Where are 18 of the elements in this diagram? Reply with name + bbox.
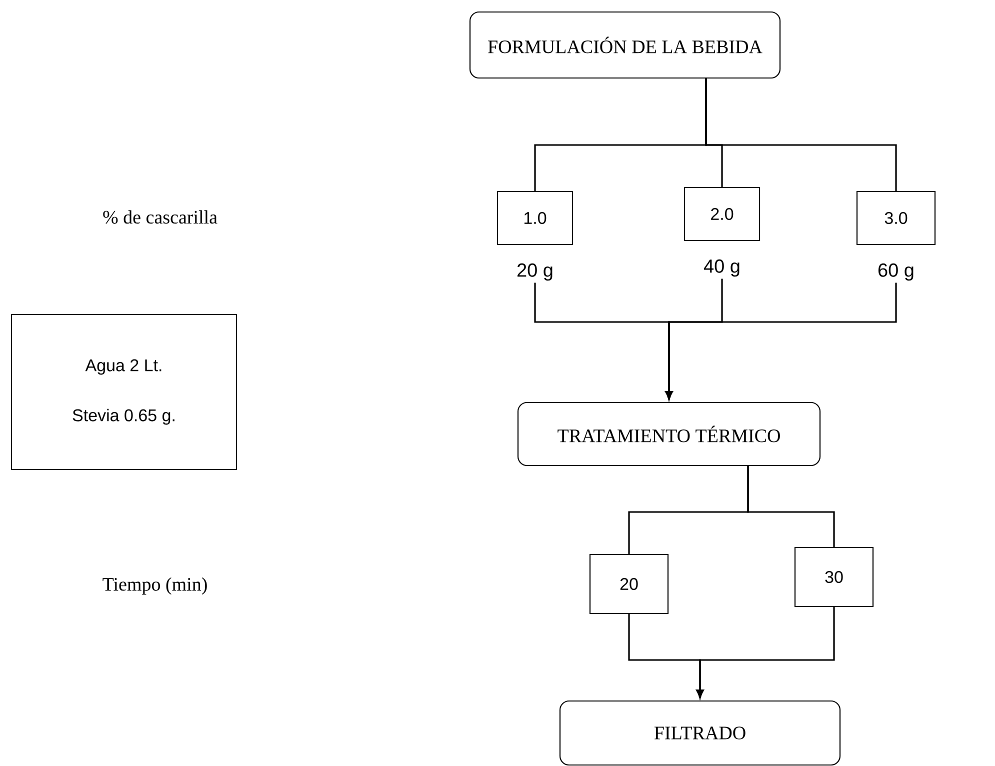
process-box: FILTRADO — [559, 700, 841, 766]
value-box: 20 — [589, 554, 669, 614]
value-box: 30 — [794, 546, 874, 608]
side-label: % de cascarilla — [103, 210, 218, 224]
connector — [747, 466, 835, 547]
process-box: FORMULACIÓN DE LA BEBIDA — [469, 11, 781, 79]
process-box: TRATAMIENTO TÉRMICO — [517, 402, 821, 466]
connector — [705, 78, 897, 191]
amount-label: 60 g — [878, 263, 914, 281]
amount-label: 40 g — [704, 259, 740, 277]
connector — [665, 282, 897, 400]
side-label: Tiempo (min) — [102, 577, 207, 595]
ingredient-box: Agua 2 Lt. Stevia 0.65 g. — [10, 314, 238, 470]
value-box: 2.0 — [684, 186, 760, 242]
connector — [696, 607, 835, 698]
value-box: 3.0 — [856, 190, 936, 246]
value-box: 1.0 — [496, 190, 574, 246]
amount-label: 20 g — [517, 263, 552, 281]
